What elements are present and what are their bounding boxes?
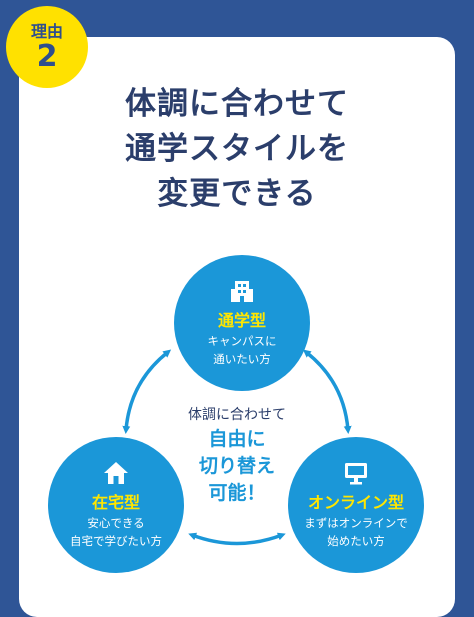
style-desc: キャンパスに xyxy=(207,334,277,348)
center-message: 体調に合わせて 自由に 切り替え 可能！ xyxy=(162,404,312,507)
title-line: 体調に合わせて xyxy=(125,86,349,122)
style-name: オンライン型 xyxy=(307,493,404,512)
style-circle-online: オンライン型 まずはオンラインで 始めたい方 xyxy=(288,437,424,573)
style-circle-home: 在宅型 安心できる 自宅で学びたい方 xyxy=(48,437,184,573)
style-name: 通学型 xyxy=(217,311,266,330)
page-title: 体調に合わせて 通学スタイルを 変更できる xyxy=(19,82,455,217)
style-desc: まずはオンラインで xyxy=(304,516,408,530)
arrow-top-left xyxy=(122,349,172,434)
style-desc: 安心できる xyxy=(87,516,145,530)
title-line: 変更できる xyxy=(157,176,317,212)
style-name: 在宅型 xyxy=(91,493,140,512)
arrow-bottom xyxy=(188,532,286,546)
building-icon xyxy=(231,281,253,302)
cycle-arrows xyxy=(122,349,352,546)
style-desc: 自宅で学びたい方 xyxy=(70,534,162,548)
title-line: 通学スタイルを xyxy=(125,131,349,167)
center-main-line: 切り替え xyxy=(198,455,275,477)
style-desc: 始めたい方 xyxy=(327,534,385,548)
arrow-top-right xyxy=(302,349,352,434)
center-subtitle: 体調に合わせて xyxy=(188,407,286,423)
center-main-line: 可能！ xyxy=(208,482,266,504)
reason-badge: 理由 2 xyxy=(6,6,88,88)
style-desc: 通いたい方 xyxy=(213,352,271,366)
badge-label: 理由 xyxy=(30,22,63,41)
style-circle-commute: 通学型 キャンパスに 通いたい方 xyxy=(174,255,310,391)
monitor-icon xyxy=(345,463,367,485)
badge-number: 2 xyxy=(36,39,58,74)
house-icon xyxy=(104,462,128,484)
center-main-line: 自由に xyxy=(208,428,266,450)
